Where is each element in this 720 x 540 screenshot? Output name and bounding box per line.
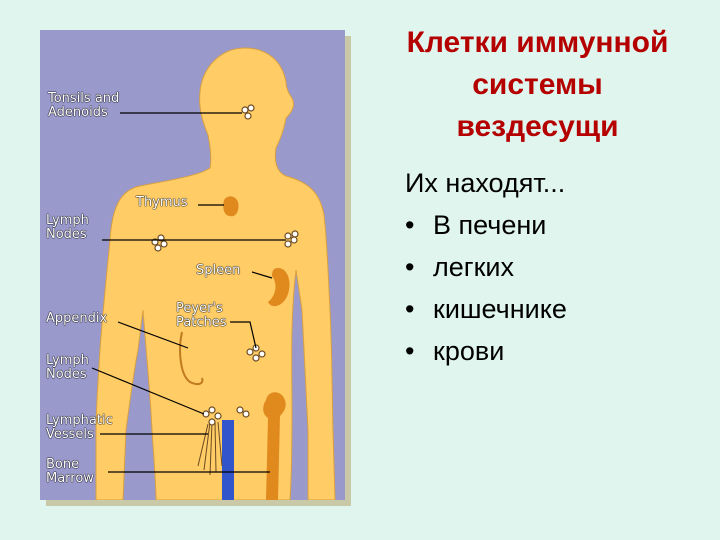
- bullet-text: легких: [433, 252, 515, 282]
- intro-text: Их находят...: [405, 168, 566, 198]
- thymus-organ: [223, 196, 239, 217]
- label-lymph-nodes-lower: Lymph Nodes: [46, 353, 89, 382]
- spleen-organ: [268, 268, 290, 307]
- leader-lines: [91, 112, 286, 473]
- blood-vessel: [222, 420, 234, 500]
- bullet-text: крови: [433, 336, 505, 366]
- appendix-organ: [179, 331, 204, 386]
- title-line-2: системы: [472, 68, 603, 101]
- slide-title: Клетки иммунной системы вездесущи: [365, 22, 710, 148]
- bullet-item: • В печени: [405, 204, 705, 246]
- bullet-glyph: •: [405, 294, 415, 324]
- label-appendix: Appendix: [46, 311, 108, 326]
- bullet-item: • кишечнике: [405, 288, 705, 330]
- bullet-glyph: •: [405, 252, 415, 282]
- label-lymphatic-vessels: Lymphatic Vessels: [46, 413, 113, 442]
- label-peyers-patches: Peyer's Patches: [176, 301, 227, 330]
- label-spleen: Spleen: [196, 263, 241, 278]
- bullet-item: • крови: [405, 330, 705, 372]
- bullet-glyph: •: [405, 210, 415, 240]
- femur-bone: [263, 392, 286, 500]
- body-silhouette: [95, 47, 336, 500]
- bullet-text: кишечнике: [433, 294, 567, 324]
- bullet-item: • легких: [405, 246, 705, 288]
- immune-system-diagram: Tonsils and Adenoids Thymus Lymph Nodes …: [40, 30, 345, 500]
- label-bone-marrow: Bone Marrow: [46, 457, 94, 486]
- label-thymus: Thymus: [136, 195, 188, 210]
- title-line-1: Клетки иммунной: [406, 26, 669, 59]
- label-tonsils-adenoids: Tonsils and Adenoids: [48, 91, 120, 120]
- bullet-text: В печени: [433, 210, 547, 240]
- lymphatic-vessel-lines: [197, 421, 223, 476]
- slide-content: Их находят... • В печени • легких • кише…: [405, 162, 705, 372]
- title-line-3: вездесущи: [456, 110, 619, 143]
- body-illustration: [91, 47, 336, 500]
- label-lymph-nodes-upper: Lymph Nodes: [46, 213, 89, 242]
- bullet-glyph: •: [405, 336, 415, 366]
